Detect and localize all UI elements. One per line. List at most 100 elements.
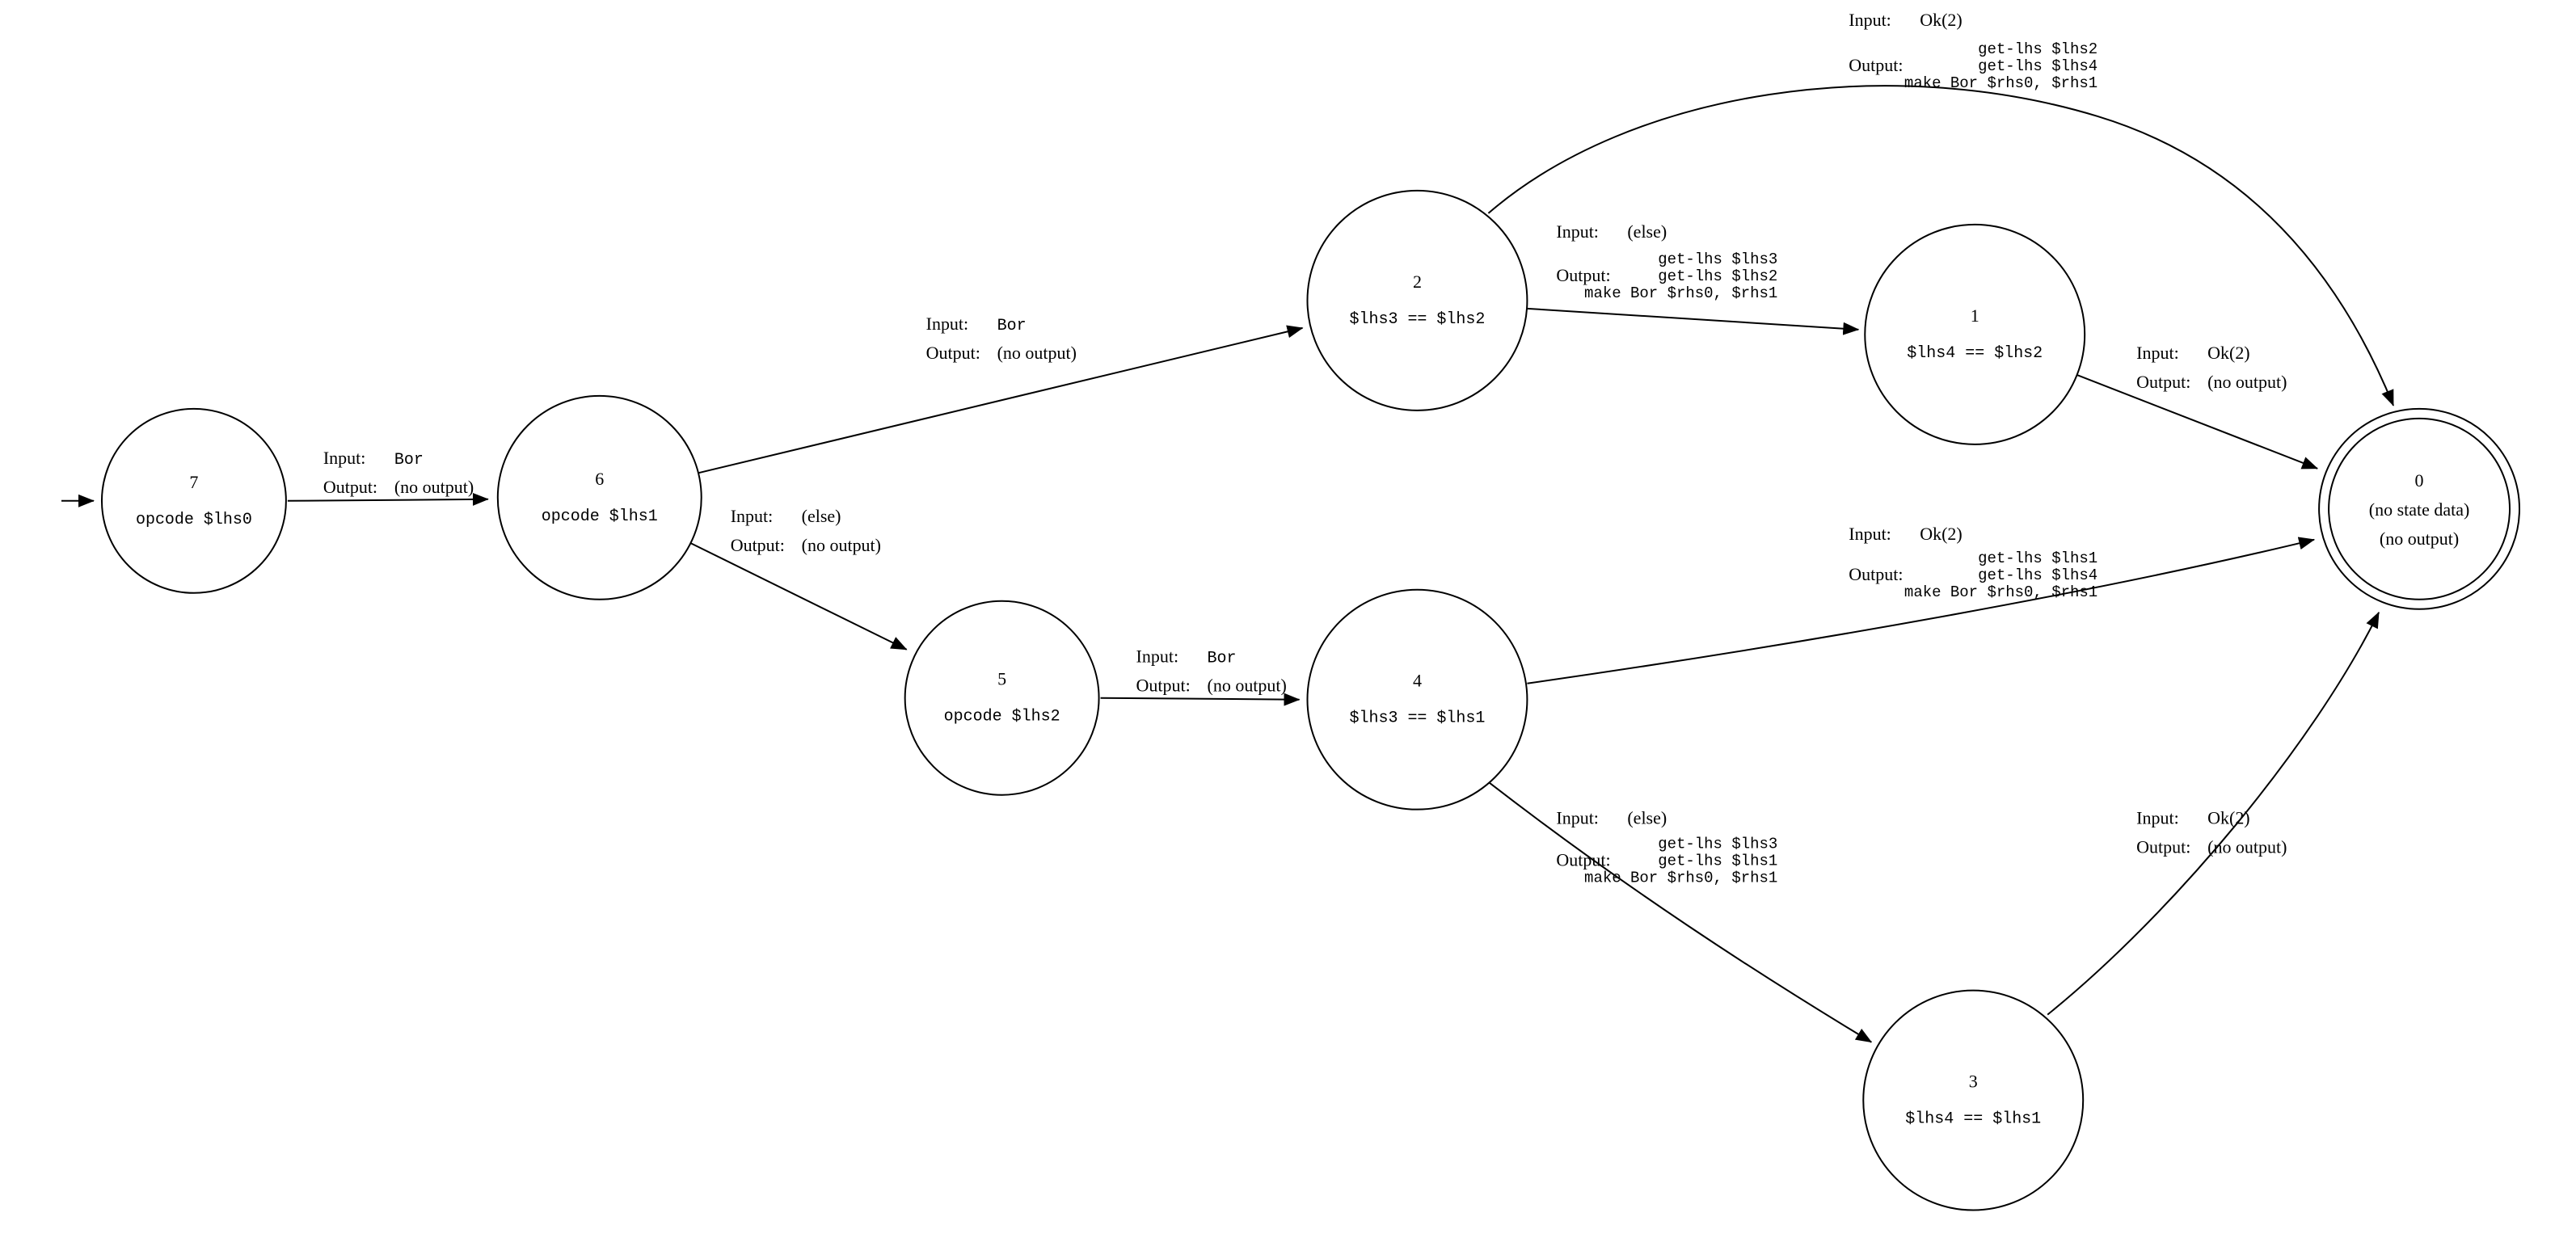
edge-4-3-input-value: (else) — [1627, 808, 1667, 828]
state-4-circle — [1306, 588, 1528, 811]
state-6-data: opcode $lhs1 — [542, 507, 658, 526]
state-0-data-line-2: (no output) — [2380, 528, 2459, 549]
edge-6-5-line — [689, 541, 908, 651]
state-7-data: opcode $lhs0 — [136, 511, 252, 529]
edge-2-0-output-line-1: get-lhs $lhs2 — [1978, 40, 2097, 58]
edge-1-0-input-value: Ok(2) — [2207, 343, 2250, 363]
edge-6-5-input-value: (else) — [802, 506, 841, 526]
edge-1-0: Input: Ok(2) Output: (no output) — [2076, 343, 2319, 470]
state-7-circle — [100, 407, 287, 594]
state-2-id: 2 — [1413, 272, 1422, 292]
edge-2-1-output-line-3: make Bor $rhs0, $rhs1 — [1584, 284, 1777, 302]
state-3: 3 $lhs4 == $lhs1 — [1862, 989, 2085, 1211]
state-0-data-line-1: (no state data) — [2369, 499, 2470, 520]
edge-4-0-line — [1527, 537, 2316, 684]
state-5-id: 5 — [997, 669, 1006, 689]
edge-4-0-output-line-2: get-lhs $lhs4 — [1978, 566, 2097, 584]
state-6-circle — [496, 394, 702, 600]
state-4-id: 4 — [1413, 671, 1422, 691]
edge-4-3-output-label: Output: — [1556, 850, 1610, 870]
edge-6-2-input-label: Input: — [926, 314, 969, 334]
edge-2-1: Input: (else) Output: get-lhs $lhs3 get-… — [1527, 221, 1860, 335]
edge-2-1-output-label: Output: — [1556, 265, 1610, 285]
state-7-id: 7 — [189, 472, 198, 492]
edge-6-2-line — [696, 325, 1304, 474]
edge-2-1-input-label: Input: — [1556, 221, 1599, 242]
edge-5-4-input-label: Input: — [1136, 646, 1179, 667]
edge-4-0-output-line-1: get-lhs $lhs1 — [1978, 550, 2097, 567]
state-1: 1 $lhs4 == $lhs2 — [1864, 223, 2086, 445]
edge-2-1-output-line-2: get-lhs $lhs2 — [1658, 267, 1777, 285]
edge-7-6-output-label: Output: — [323, 477, 377, 497]
state-4-data: $lhs3 == $lhs1 — [1349, 710, 1485, 728]
state-0-id: 0 — [2415, 470, 2424, 491]
edge-7-6: Input: Bor Output: (no output) — [287, 448, 489, 506]
state-4: 4 $lhs3 == $lhs1 — [1306, 588, 1528, 811]
state-2-data: $lhs3 == $lhs2 — [1349, 310, 1485, 329]
edge-2-0-line — [1487, 85, 2394, 406]
edge-4-3-input-label: Input: — [1556, 808, 1599, 828]
state-0: 0 (no state data) (no output) — [2318, 407, 2521, 610]
edge-2-1-input-value: (else) — [1627, 221, 1667, 242]
edge-3-0-output-value: (no output) — [2207, 837, 2287, 857]
edge-5-4-input-value: Bor — [1208, 650, 1237, 668]
state-3-id: 3 — [1969, 1072, 1978, 1092]
edge-4-0-input-value: Ok(2) — [1920, 524, 1963, 544]
edge-7-6-line — [287, 492, 489, 506]
state-1-circle — [1864, 223, 2086, 445]
edge-6-2-output-value: (no output) — [997, 343, 1077, 363]
state-5-circle — [904, 600, 1100, 796]
state-2: 2 $lhs3 == $lhs2 — [1306, 189, 1528, 411]
edge-2-0-input-value: Ok(2) — [1920, 10, 1963, 30]
edge-6-5-output-value: (no output) — [802, 535, 881, 555]
edge-4-3: Input: (else) Output: get-lhs $lhs3 get-… — [1487, 781, 1873, 1043]
edge-7-6-output-value: (no output) — [394, 477, 474, 497]
edge-5-4-output-value: (no output) — [1208, 676, 1287, 696]
edge-6-5-input-label: Input: — [731, 506, 774, 526]
edge-5-4: Input: Bor Output: (no output) — [1100, 646, 1301, 706]
edge-6-5: Input: (else) Output: (no output) — [689, 506, 908, 651]
state-1-data: $lhs4 == $lhs2 — [1907, 344, 2043, 363]
edge-1-0-input-label: Input: — [2136, 343, 2179, 363]
edge-6-2-input-value: Bor — [997, 317, 1027, 335]
state-3-data: $lhs4 == $lhs1 — [1905, 1110, 2041, 1129]
edge-7-6-input-value: Bor — [394, 451, 424, 470]
edge-1-0-output-value: (no output) — [2207, 372, 2287, 392]
edge-5-4-output-label: Output: — [1136, 676, 1191, 696]
edge-4-3-output-line-1: get-lhs $lhs3 — [1658, 836, 1777, 853]
edge-3-0-output-label: Output: — [2136, 837, 2190, 857]
edge-3-0: Input: Ok(2) Output: (no output) — [2047, 611, 2380, 1016]
state-6-id: 6 — [595, 469, 604, 489]
edge-2-0: Input: Ok(2) Output: get-lhs $lhs2 get-l… — [1487, 10, 2394, 406]
edge-3-0-line — [2047, 611, 2380, 1016]
edge-4-0-output-label: Output: — [1849, 564, 1903, 584]
edge-5-4-line — [1100, 693, 1301, 706]
edge-2-1-output-line-1: get-lhs $lhs3 — [1658, 251, 1777, 268]
state-0-inner-circle — [2328, 417, 2511, 600]
edge-6-5-output-label: Output: — [731, 535, 785, 555]
state-7: 7 opcode $lhs0 — [100, 407, 287, 594]
edge-2-1-line — [1527, 307, 1860, 335]
edge-4-0-input-label: Input: — [1849, 524, 1891, 544]
edge-1-0-output-label: Output: — [2136, 372, 2190, 392]
edge-4-0-output-line-3: make Bor $rhs0, $rhs1 — [1904, 583, 2097, 601]
edge-3-0-input-value: Ok(2) — [2207, 808, 2250, 828]
state-5-data: opcode $lhs2 — [944, 708, 1060, 726]
edge-4-3-output-line-3: make Bor $rhs0, $rhs1 — [1584, 870, 1777, 887]
edge-2-0-output-line-2: get-lhs $lhs4 — [1978, 57, 2097, 75]
edge-4-0: Input: Ok(2) Output: get-lhs $lhs1 get-l… — [1527, 524, 2316, 684]
edge-3-0-input-label: Input: — [2136, 808, 2179, 828]
state-5: 5 opcode $lhs2 — [904, 600, 1100, 796]
edge-4-3-output-line-2: get-lhs $lhs1 — [1658, 853, 1777, 870]
edge-7-6-input-label: Input: — [323, 448, 366, 468]
edge-2-0-output-line-3: make Bor $rhs0, $rhs1 — [1904, 74, 2097, 92]
edge-6-2-output-label: Output: — [926, 343, 980, 363]
state-1-id: 1 — [1971, 305, 1979, 326]
state-6: 6 opcode $lhs1 — [496, 394, 702, 600]
state-2-circle — [1306, 189, 1528, 411]
state-3-circle — [1862, 989, 2085, 1211]
edge-2-0-output-label: Output: — [1849, 55, 1903, 75]
edge-4-3-line — [1487, 781, 1873, 1043]
